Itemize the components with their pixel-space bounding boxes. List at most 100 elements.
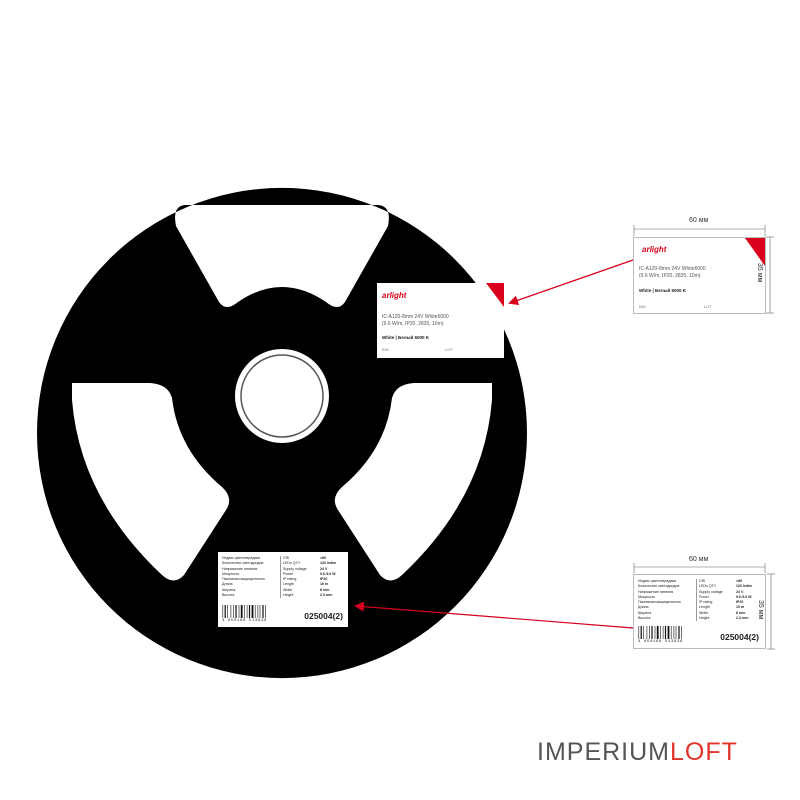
bin-text: BIN: [639, 304, 646, 309]
reel-hub-center: [271, 385, 293, 407]
spec-ru: Длина: [638, 605, 649, 610]
spec-value: >80: [736, 579, 743, 583]
spec-value: 120 led/m: [320, 561, 337, 566]
spec-row: Индекс цветопередачи CRI>80: [638, 579, 761, 585]
article-number: 025004(2): [720, 632, 759, 642]
color-text: White | Белый 6000 K: [382, 335, 429, 340]
reel-hub-ring: [240, 354, 324, 438]
spec-ru: Индекс цветопередачи: [222, 556, 261, 560]
watermark: IMPERIUMLOFT: [537, 738, 738, 767]
spec-value: >80: [320, 556, 327, 560]
spec-ru: Ширина: [638, 610, 652, 615]
spec-ru: Напряжение питания: [222, 566, 258, 571]
arrow-back-label: [354, 601, 634, 629]
spec-en: Width: [280, 587, 318, 594]
spec-ru: Индекс цветопередачи: [638, 579, 677, 583]
spec-value: IP20: [320, 577, 328, 582]
arrow-front-label: [508, 259, 634, 306]
spec-ru: Ширина: [222, 587, 236, 592]
spec-en: CRI: [696, 579, 734, 585]
barcode: 4 650168 513638: [638, 626, 702, 644]
front-label-zoomed: arlight IC-A120-8mm 24V White6000 (9.6 W…: [633, 237, 766, 314]
spec-value: 10 m: [320, 582, 329, 587]
spec-en: Power: [696, 594, 734, 601]
dimension-height-back: 35 мм: [757, 600, 764, 620]
spec-value: 9.6-9.6 W: [736, 594, 752, 599]
dimension-lines-back: [633, 563, 775, 650]
spec-ru: Мощность: [222, 571, 240, 576]
model-text: IC-A120-8mm 24V White6000 (9.6 W/m, IP20…: [382, 314, 449, 327]
spec-ru: Напряжение питания: [638, 589, 674, 594]
barcode: 4 650168 513638: [222, 605, 286, 623]
front-label: arlight IC-A120-8mm 24V White6000 (9.6 W…: [377, 283, 504, 358]
spec-ru: Высота: [222, 593, 235, 598]
brand-logo: arlight: [382, 291, 407, 300]
barcode-bars: [638, 626, 682, 639]
spec-ru: Количество светодиодов: [222, 561, 264, 566]
model-text: IC-A120-8mm 24V White6000 (9.6 W/m, IP20…: [639, 266, 706, 279]
spec-value: 8 mm: [736, 610, 746, 615]
spec-value: 2.3 mm: [736, 616, 749, 621]
corner-mark: [745, 238, 765, 266]
spec-ru: Длина: [222, 582, 233, 587]
spec-en: Width: [696, 610, 734, 617]
spec-ru: Высота: [638, 616, 651, 621]
spec-en: CRI: [280, 556, 318, 562]
spec-en: Height: [280, 593, 318, 599]
spec-value: 10 m: [736, 605, 745, 610]
spec-en: IP rating: [696, 600, 734, 606]
spec-value: 8 mm: [320, 587, 330, 592]
spec-value: 24 V: [320, 566, 328, 571]
spec-ru: Количество светодиодов: [638, 584, 680, 589]
spec-value: 24 V: [736, 589, 744, 594]
spec-row: Индекс цветопередачи CRI>80: [222, 556, 344, 562]
spec-value: 120 led/m: [736, 584, 753, 589]
spec-en: LEDs QTY: [280, 561, 318, 567]
color-text: White | Белый 6000 K: [639, 288, 686, 293]
spec-en: LEDs QTY: [696, 584, 734, 590]
lot-text: LOT: [445, 347, 453, 352]
spec-en: Power: [280, 571, 318, 578]
spec-en: IP rating: [280, 577, 318, 583]
spec-en: Supply voltage: [696, 589, 734, 595]
barcode-number: 4 650168 513638: [222, 619, 268, 623]
brand-logo: arlight: [642, 245, 667, 254]
spec-ru: Мощность: [638, 594, 656, 599]
lot-text: LOT: [704, 304, 712, 309]
spec-en: Height: [696, 616, 734, 622]
dimension-width-front: 60 мм: [689, 217, 709, 224]
watermark-part1: IMPERIUM: [537, 738, 670, 766]
spec-en: Length: [280, 582, 318, 588]
corner-mark: [486, 283, 504, 307]
dimension-height-front: 35 мм: [756, 263, 763, 283]
article-number: 025004(2): [304, 611, 343, 621]
spec-en: Length: [696, 605, 734, 611]
bin-text: BIN: [382, 347, 389, 352]
dimension-width-back: 60 мм: [689, 556, 709, 563]
spec-value: 2.3 mm: [320, 593, 333, 598]
dimension-lines-front: [633, 225, 774, 314]
spec-value: 9.6-9.6 W: [320, 571, 336, 576]
barcode-number: 4 650168 513638: [638, 640, 684, 644]
watermark-part2: LOFT: [670, 738, 738, 766]
spec-ru: Пылевлагозащищенность: [222, 577, 266, 582]
